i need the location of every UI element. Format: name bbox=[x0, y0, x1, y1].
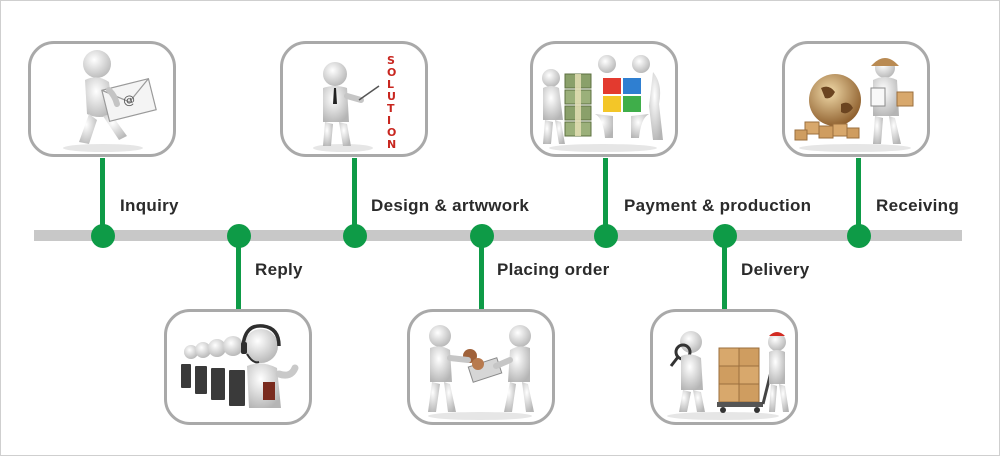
money-stacks bbox=[564, 73, 592, 137]
step-label-payment: Payment & production bbox=[624, 196, 812, 215]
svg-text:O: O bbox=[387, 126, 396, 139]
node-delivery bbox=[713, 224, 737, 248]
connector-receiving bbox=[856, 158, 861, 234]
node-receiving bbox=[847, 224, 871, 248]
svg-text:I: I bbox=[387, 114, 391, 127]
cardboard-boxes bbox=[718, 347, 760, 403]
step-label-inquiry: Inquiry bbox=[120, 196, 179, 215]
node-inquiry bbox=[91, 224, 115, 248]
card-payment bbox=[530, 41, 678, 157]
svg-text:N: N bbox=[387, 138, 396, 151]
card-delivery bbox=[650, 309, 798, 425]
connector-payment bbox=[603, 158, 608, 234]
card-design: S O L U T I O N bbox=[280, 41, 428, 157]
node-placing-order bbox=[470, 224, 494, 248]
svg-text:U: U bbox=[387, 90, 396, 103]
card-reply bbox=[164, 309, 312, 425]
step-label-delivery: Delivery bbox=[741, 260, 810, 279]
handshake-exchange-icon bbox=[428, 325, 534, 420]
pallet-truck-boxes-icon bbox=[667, 331, 789, 420]
connector-reply bbox=[236, 238, 241, 314]
connector-delivery bbox=[722, 238, 727, 314]
solution-letters: S O L U T I O N bbox=[387, 54, 396, 151]
card-receiving bbox=[782, 41, 930, 157]
svg-text:L: L bbox=[387, 78, 394, 91]
step-label-reply: Reply bbox=[255, 260, 303, 279]
courier-globe-icon bbox=[794, 58, 914, 152]
node-design bbox=[343, 224, 367, 248]
money-puzzle-icon bbox=[542, 55, 663, 152]
card-placing-order bbox=[407, 309, 555, 425]
email-envelope-figure-icon: @ bbox=[63, 50, 157, 152]
puzzle-pieces bbox=[603, 78, 641, 112]
step-label-design: Design & artwwork bbox=[371, 196, 530, 215]
node-payment bbox=[594, 224, 618, 248]
step-label-receiving: Receiving bbox=[876, 196, 960, 215]
node-reply bbox=[227, 224, 251, 248]
customer-service-headset-icon bbox=[181, 324, 299, 408]
svg-text:@: @ bbox=[121, 92, 136, 108]
connector-placing-order bbox=[479, 238, 484, 314]
connector-design bbox=[352, 158, 357, 234]
card-inquiry: @ bbox=[28, 41, 176, 157]
solution-presenter-icon: S O L U T I O N bbox=[313, 54, 396, 152]
svg-text:S: S bbox=[387, 54, 395, 67]
timeline-bar bbox=[34, 230, 962, 241]
connector-inquiry bbox=[100, 158, 105, 234]
step-label-placing-order: Placing order bbox=[497, 260, 610, 279]
svg-text:T: T bbox=[387, 102, 395, 115]
svg-text:O: O bbox=[387, 66, 396, 79]
